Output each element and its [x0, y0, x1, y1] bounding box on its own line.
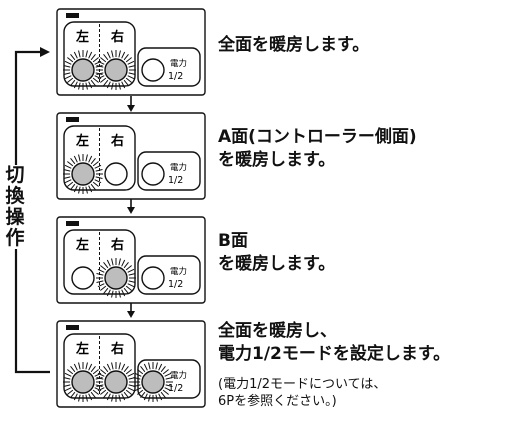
- power-lamp-icon: [141, 58, 165, 82]
- right-label: 右: [110, 29, 124, 45]
- description-line: 電力1/2モードを設定します。: [218, 344, 451, 364]
- description-line: B面: [218, 231, 248, 251]
- indicator-tab: [66, 221, 79, 226]
- description-line: 全面を暖房し、: [218, 321, 337, 341]
- power-label-line2: 1/2: [168, 175, 183, 186]
- indicator-tab: [66, 117, 79, 122]
- left-label: 左: [76, 341, 89, 357]
- note-line: (電力1/2モードについては、: [218, 377, 387, 392]
- power-label-line2: 1/2: [168, 383, 183, 394]
- left-lamp-icon: [71, 266, 95, 290]
- description-line: 全面を暖房します。: [218, 35, 370, 55]
- power-lamp-icon: [141, 266, 165, 290]
- control-panel-step-1: 左 右電力 1/2: [56, 8, 206, 96]
- switch-operation-label: 切 換 操 作: [4, 165, 26, 249]
- indicator-tab: [66, 325, 79, 330]
- right-label: 右: [110, 341, 124, 357]
- right-lamp-icon: [96, 258, 136, 298]
- switch-operation-char: 換: [5, 185, 25, 207]
- left-lamp-icon: [63, 362, 103, 402]
- description-line: A面(コントローラー側面): [218, 127, 417, 147]
- down-arrow-icon: [127, 96, 135, 112]
- power-lamp-icon: [141, 162, 165, 186]
- right-label: 右: [110, 133, 124, 149]
- description-line: を暖房します。: [218, 254, 336, 274]
- switch-operation-char: 操: [5, 206, 25, 228]
- down-arrow-icon: [127, 302, 135, 318]
- step-4-description: 全面を暖房し、 電力1/2モードを設定します。: [218, 320, 450, 366]
- down-arrow-icon: [127, 198, 135, 214]
- control-panel-step-4: 左 右電力 1/2: [56, 320, 206, 408]
- right-lamp-icon: [96, 50, 136, 90]
- cycle-arrow-head: [40, 47, 50, 57]
- indicator-tab: [66, 13, 79, 18]
- power-lamp-icon: [133, 362, 173, 402]
- step-4-note: (電力1/2モードについては、 6Pを参照ください。): [218, 376, 386, 410]
- step-2-description: A面(コントローラー側面) を暖房します。: [218, 126, 417, 172]
- power-label-line2: 1/2: [168, 279, 183, 290]
- power-label-line1: 電力: [170, 266, 187, 277]
- left-label: 左: [76, 29, 89, 45]
- power-label-line1: 電力: [170, 58, 187, 69]
- switch-operation-char: 作: [5, 227, 25, 249]
- right-lamp-icon: [104, 162, 128, 186]
- left-lamp-icon: [63, 154, 103, 194]
- step-1-description: 全面を暖房します。: [218, 34, 369, 57]
- left-lamp-icon: [63, 50, 103, 90]
- note-line: 6Pを参照ください。): [218, 394, 337, 409]
- left-label: 左: [76, 237, 89, 253]
- left-label: 左: [76, 133, 89, 149]
- control-panel-step-3: 左 右電力 1/2: [56, 216, 206, 304]
- control-panel-step-2: 左 右電力 1/2: [56, 112, 206, 200]
- power-label-line1: 電力: [170, 370, 187, 381]
- step-3-description: B面 を暖房します。: [218, 230, 335, 276]
- power-label-line2: 1/2: [168, 71, 183, 82]
- power-label-line1: 電力: [170, 162, 187, 173]
- description-line: を暖房します。: [218, 150, 336, 170]
- switch-operation-char: 切: [5, 164, 25, 186]
- right-label: 右: [110, 237, 124, 253]
